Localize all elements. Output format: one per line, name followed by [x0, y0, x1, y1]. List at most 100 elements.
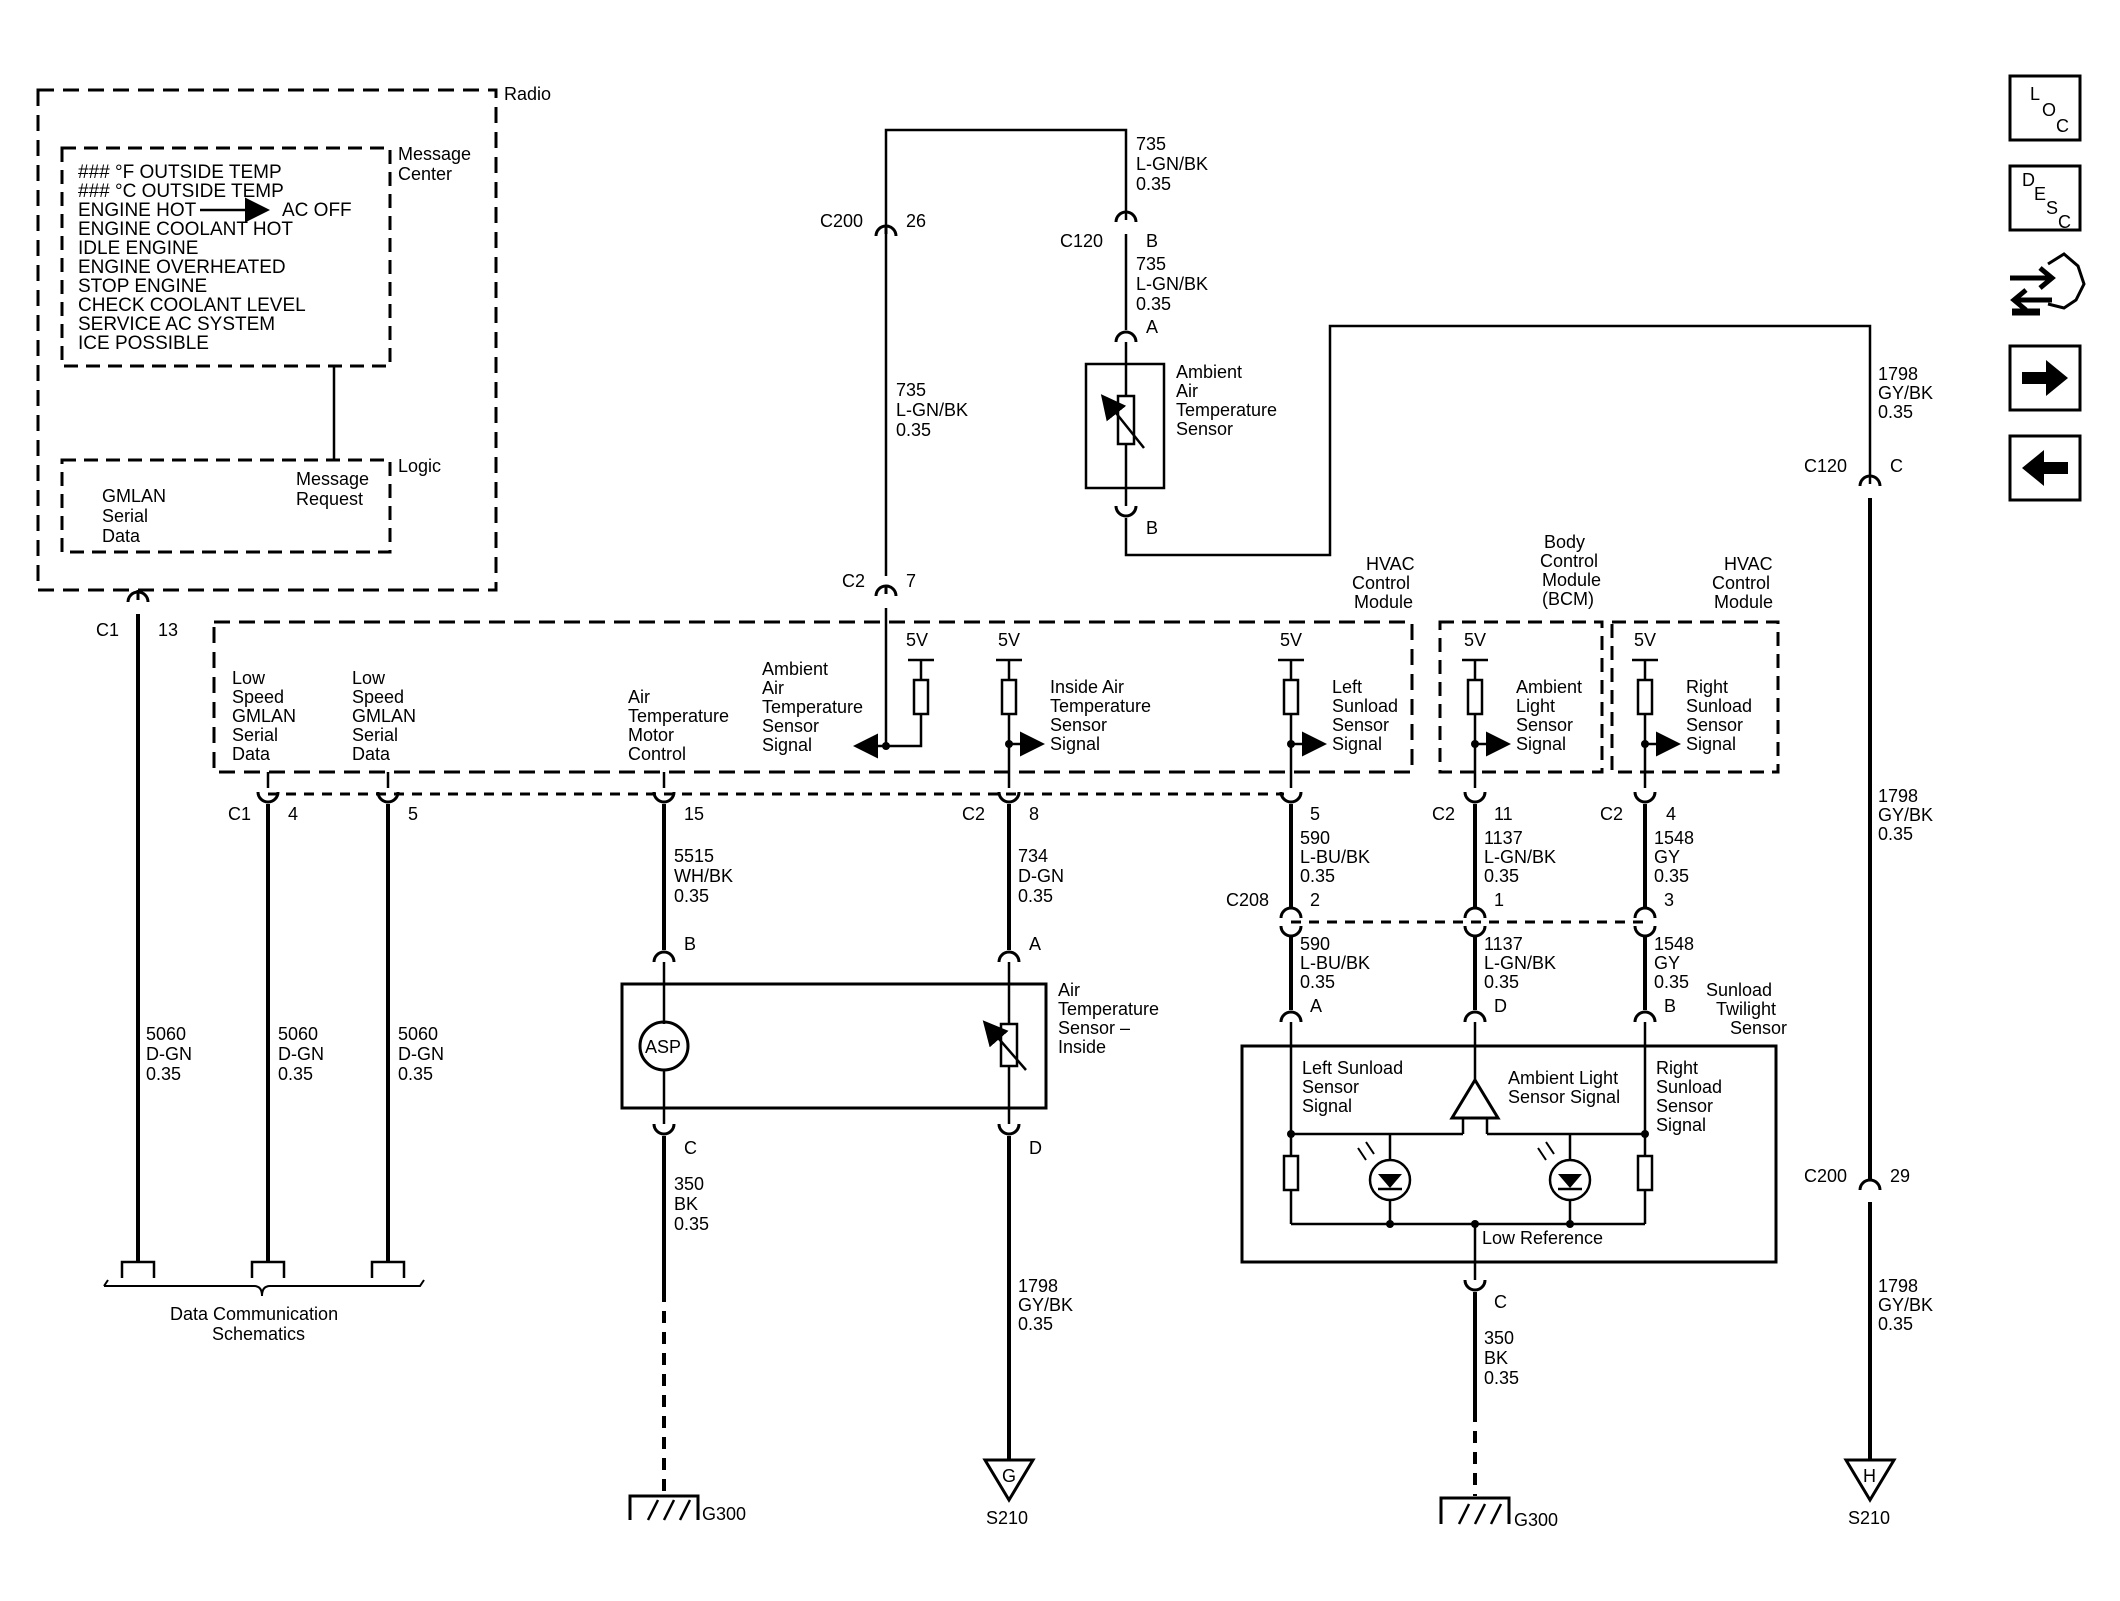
wire-1548-label: 1548 [1654, 934, 1694, 954]
ambient-light-signal-label: Sensor [1516, 715, 1573, 735]
wire-590-color: L-BU/BK [1300, 953, 1370, 973]
data-comm-label: Data Communication [170, 1304, 338, 1324]
wire-735-label: 735 [1136, 254, 1166, 274]
ambient-air-signal-label: Air [762, 678, 784, 698]
pin-label: 26 [906, 211, 926, 231]
wire-350-color: BK [674, 1194, 698, 1214]
five-volt-label: 5V [1280, 630, 1302, 650]
ambient-air-temperature-sensor: Ambient Air Temperature Sensor B [1084, 324, 1872, 557]
wire-1137-color: L-GN/BK [1484, 953, 1556, 973]
wire-590-size: 0.35 [1300, 866, 1335, 886]
wire-734-color: D-GN [1018, 866, 1064, 886]
data-communication-bus: Data Communication Schematics [103, 1260, 425, 1344]
gmlan-label: GMLAN [102, 486, 166, 506]
message-request-label: Request [296, 489, 363, 509]
ambient-air-signal-label: Signal [762, 735, 812, 755]
pin-label: 13 [158, 620, 178, 640]
gmlan-label: Data [102, 526, 141, 546]
wire-5060-label: 5060 [146, 1024, 186, 1044]
previous-arrow-button[interactable] [2008, 434, 2082, 502]
connector-row-c208: C208 2 1 3 590 L-BU/BK 0.35 1137 L-GN/BK… [1226, 890, 1694, 1010]
motor-control-label: Air [628, 687, 650, 707]
right-sunload-signal-label: Signal [1686, 734, 1736, 754]
wire-350-color: BK [1484, 1348, 1508, 1368]
message-request-label: Message [296, 469, 369, 489]
message-line: ### °F OUTSIDE TEMP [78, 162, 282, 183]
wire-1798-color: GY/BK [1878, 1295, 1933, 1315]
location-button[interactable]: L O C [2008, 74, 2082, 142]
wire-1798-size: 0.35 [1878, 402, 1913, 422]
wire-1137-label: 1137 [1484, 934, 1523, 954]
wire-735-size: 0.35 [1136, 174, 1171, 194]
connector-c200-label: C200 [820, 211, 863, 231]
pin-label: D [1494, 996, 1507, 1016]
wire-1548-color: GY [1654, 953, 1680, 973]
wire-1798-size: 0.35 [1878, 824, 1913, 844]
pin-label: 3 [1664, 890, 1674, 910]
tw-right-label: Right [1656, 1058, 1698, 1078]
wire-5060-label: 5060 [278, 1024, 318, 1044]
pin-label: A [1146, 317, 1158, 337]
right-arrow-icon [2022, 360, 2068, 396]
ambient-light-signal-label: Signal [1516, 734, 1566, 754]
wire-5060-size: 0.35 [398, 1064, 433, 1084]
loc-letter: L [2030, 84, 2040, 104]
wire-350-size: 0.35 [1484, 1368, 1519, 1388]
inside-sensor-label: Air [1058, 980, 1080, 1000]
loc-letter: C [2056, 116, 2069, 136]
low-speed-label: Low [232, 668, 266, 688]
ambient-sensor-label: Temperature [1176, 400, 1277, 420]
inside-air-signal-label: Inside Air [1050, 677, 1124, 697]
left-sunload-signal-label: Sunload [1332, 696, 1398, 716]
five-volt-label: 5V [1634, 630, 1656, 650]
wire-1548-color: GY [1654, 847, 1680, 867]
wire-350-size: 0.35 [674, 1214, 709, 1234]
tw-right-label: Sunload [1656, 1077, 1722, 1097]
low-speed-label: Serial [352, 725, 398, 745]
wire-1548-label: 1548 [1654, 828, 1694, 848]
wire-5515-label: 5515 [674, 846, 714, 866]
pin-label: C [684, 1138, 697, 1158]
low-speed-label: Low [352, 668, 386, 688]
description-button[interactable]: D E S C [2008, 164, 2082, 232]
next-arrow-button[interactable] [2008, 344, 2082, 412]
air-temperature-sensor-inside: B A ASP Air Temperature Sensor – Inside … [620, 934, 1159, 1528]
wire-1798-color: GY/BK [1878, 383, 1933, 403]
wire-1798-right: 1798 GY/BK 0.35 C120 C 1798 GY/BK 0.35 C… [1804, 364, 1933, 1528]
pin-label: 5 [1310, 804, 1320, 824]
wire-735-color: L-GN/BK [1136, 274, 1208, 294]
hvac-module-label: Control [1352, 573, 1410, 593]
wire-5060-label: 5060 [398, 1024, 438, 1044]
wire-735-label: 735 [1136, 134, 1166, 154]
low-speed-label: Speed [352, 687, 404, 707]
motor-control-label: Control [628, 744, 686, 764]
pin-label: 1 [1494, 890, 1504, 910]
swap-wrench-icon[interactable] [2010, 252, 2086, 316]
message-center-label-1: Message [398, 144, 471, 164]
left-arrow-icon [2022, 450, 2068, 486]
five-volt-label: 5V [998, 630, 1020, 650]
pin-label: A [1310, 996, 1322, 1016]
wire-1137-size: 0.35 [1484, 972, 1519, 992]
splice-s210-label: S210 [986, 1508, 1028, 1528]
connector-c1-label: C1 [228, 804, 251, 824]
pin-label: D [1029, 1138, 1042, 1158]
wire-350-label: 350 [674, 1174, 704, 1194]
logic-block: Logic Message Request GMLAN Serial Data [60, 366, 441, 554]
message-line: STOP ENGINE [78, 276, 207, 297]
logic-label: Logic [398, 456, 441, 476]
ground-g300-label: G300 [1514, 1510, 1558, 1530]
ambient-sensor-label: Sensor [1176, 419, 1233, 439]
radio-module: Radio [36, 84, 551, 592]
ambient-air-signal-label: Temperature [762, 697, 863, 717]
sunload-twilight-sensor: A D B Sunload Twilight Sensor Left Sunlo… [1240, 980, 1787, 1530]
wire-590-size: 0.35 [1300, 972, 1335, 992]
message-line: CHECK COOLANT LEVEL [78, 295, 306, 316]
ambient-sensor-label: Ambient [1176, 362, 1242, 382]
connector-c120-label: C120 [1060, 231, 1103, 251]
desc-letter: S [2046, 198, 2058, 218]
desc-letter: C [2058, 212, 2071, 232]
radio-gmlan-wire: C1 13 5060 D-GN 0.35 [96, 590, 192, 1262]
